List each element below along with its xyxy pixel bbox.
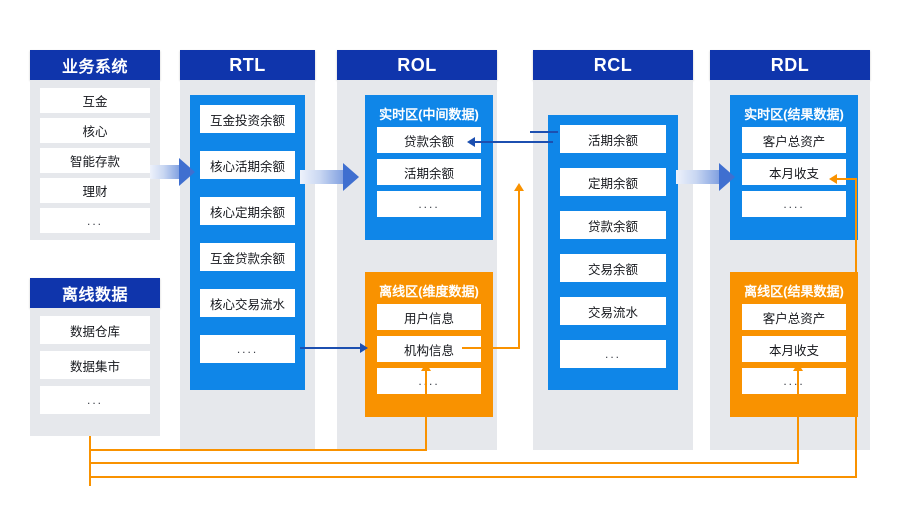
connector-offline-to-rdl-realtime-arrowhead [829, 174, 837, 184]
connector-source-to-rtl [150, 158, 195, 186]
zone-item[interactable]: 机构信息 [377, 336, 481, 362]
zone-rtl-tables: 互金投资余额 核心活期余额 核心定期余额 互金贷款余额 核心交易流水 .... [190, 95, 305, 390]
zone-item[interactable]: 贷款余额 [560, 211, 666, 239]
list-item[interactable]: 理财 [40, 178, 150, 203]
connector-offline-to-rdl-offline-h [89, 462, 799, 464]
zone-item[interactable]: 本月收支 [742, 336, 846, 362]
connector-offline-to-rol-v [425, 370, 427, 451]
zone-item[interactable]: 交易余额 [560, 254, 666, 282]
zone-item-ellipsis: .... [742, 368, 846, 394]
zone-item-ellipsis: ... [560, 340, 666, 368]
connector-rol-offline-out-v [518, 190, 520, 349]
zone-title: 离线区(维度数据) [379, 284, 479, 299]
connector-rol-offline-out-h [462, 347, 519, 349]
column-rcl: RCL 活期余额 定期余额 贷款余额 交易余额 交易流水 ... [533, 50, 693, 450]
zone-title: 离线区(结果数据) [744, 284, 844, 299]
column-header-rol: ROL [337, 50, 497, 80]
list-item[interactable]: 互金 [40, 88, 150, 113]
list-item-ellipsis: ... [40, 208, 150, 233]
connector-rcl-to-rol-line [474, 141, 553, 143]
zone-item-ellipsis: .... [377, 368, 481, 394]
connector-offline-riser-left [89, 436, 91, 486]
zone-item[interactable]: 用户信息 [377, 304, 481, 330]
zone-item-ellipsis: .... [742, 191, 846, 217]
connector-offline-to-rdl-realtime-h [89, 476, 857, 478]
arrow-shaft [300, 170, 344, 184]
zone-rdl-offline: 离线区(结果数据) 客户总资产 本月收支 .... [730, 272, 858, 417]
zone-item[interactable]: 互金投资余额 [200, 105, 295, 133]
zone-item[interactable]: 客户总资产 [742, 304, 846, 330]
zone-title: 实时区(中间数据) [379, 107, 479, 122]
zone-rcl-tables: 活期余额 定期余额 贷款余额 交易余额 交易流水 ... [548, 115, 678, 390]
zone-item[interactable]: 核心交易流水 [200, 289, 295, 317]
connector-rol-offline-out-arrowhead [514, 183, 524, 191]
arrow-shaft [676, 170, 720, 184]
list-item[interactable]: 数据仓库 [40, 316, 150, 344]
connector-rtl-to-rol-offline-arrowhead [360, 343, 368, 353]
arrow-head [719, 163, 735, 191]
zone-item[interactable]: 互金贷款余额 [200, 243, 295, 271]
arrow-head [343, 163, 359, 191]
zone-item[interactable]: 活期余额 [377, 159, 481, 185]
column-header-rcl: RCL [533, 50, 693, 80]
zone-item-ellipsis: .... [377, 191, 481, 217]
group-header-offline-data: 离线数据 [30, 278, 160, 308]
zone-item[interactable]: 贷款余额 [377, 127, 481, 153]
column-rtl: RTL 互金投资余额 核心活期余额 核心定期余额 互金贷款余额 核心交易流水 .… [180, 50, 315, 450]
column-source: 业务系统 互金 核心 智能存款 理财 ... 离线数据 数据仓库 数据集市 ..… [30, 50, 160, 450]
column-header-rdl: RDL [710, 50, 870, 80]
connector-offline-to-rol-arrowhead [421, 363, 431, 371]
list-item[interactable]: 数据集市 [40, 351, 150, 379]
column-header-rtl: RTL [180, 50, 315, 80]
column-rdl: RDL 实时区(结果数据) 客户总资产 本月收支 .... 离线区(结果数据) … [710, 50, 870, 450]
connector-offline-to-rdl-offline-arrowhead [793, 363, 803, 371]
connector-offline-to-rdl-realtime-inlet [836, 178, 857, 180]
connector-rcl-to-rdl-realtime [676, 163, 736, 191]
zone-item[interactable]: 客户总资产 [742, 127, 846, 153]
connector-offline-to-rdl-offline-v [797, 370, 799, 464]
zone-item[interactable]: 本月收支 [742, 159, 846, 185]
connector-rtl-to-rol-realtime [300, 163, 360, 191]
zone-item[interactable]: 核心活期余额 [200, 151, 295, 179]
connector-rcl-inlet [530, 131, 558, 133]
zone-item[interactable]: 核心定期余额 [200, 197, 295, 225]
zone-item-ellipsis: .... [200, 335, 295, 363]
arrow-shaft [150, 165, 180, 179]
arrow-head [179, 158, 195, 186]
connector-offline-to-rol-h [89, 449, 427, 451]
column-rol: ROL 实时区(中间数据) 贷款余额 活期余额 .... 离线区(维度数据) 用… [337, 50, 497, 450]
zone-rdl-realtime: 实时区(结果数据) 客户总资产 本月收支 .... [730, 95, 858, 240]
list-item-ellipsis: ... [40, 386, 150, 414]
connector-rol-offline-to-rcl-line [300, 347, 362, 349]
list-item[interactable]: 核心 [40, 118, 150, 143]
zone-item[interactable]: 定期余额 [560, 168, 666, 196]
zone-rol-realtime: 实时区(中间数据) 贷款余额 活期余额 .... [365, 95, 493, 240]
group-header-business-system: 业务系统 [30, 50, 160, 80]
zone-title: 实时区(结果数据) [744, 107, 844, 122]
zone-rol-offline: 离线区(维度数据) 用户信息 机构信息 .... [365, 272, 493, 417]
group-business-system: 业务系统 互金 核心 智能存款 理财 ... [30, 50, 160, 240]
zone-item[interactable]: 活期余额 [560, 125, 666, 153]
zone-item[interactable]: 交易流水 [560, 297, 666, 325]
connector-rcl-to-rol-arrowhead [467, 137, 475, 147]
list-item[interactable]: 智能存款 [40, 148, 150, 173]
connector-offline-to-rdl-realtime-v [855, 178, 857, 478]
group-offline-data: 离线数据 数据仓库 数据集市 ... [30, 278, 160, 438]
